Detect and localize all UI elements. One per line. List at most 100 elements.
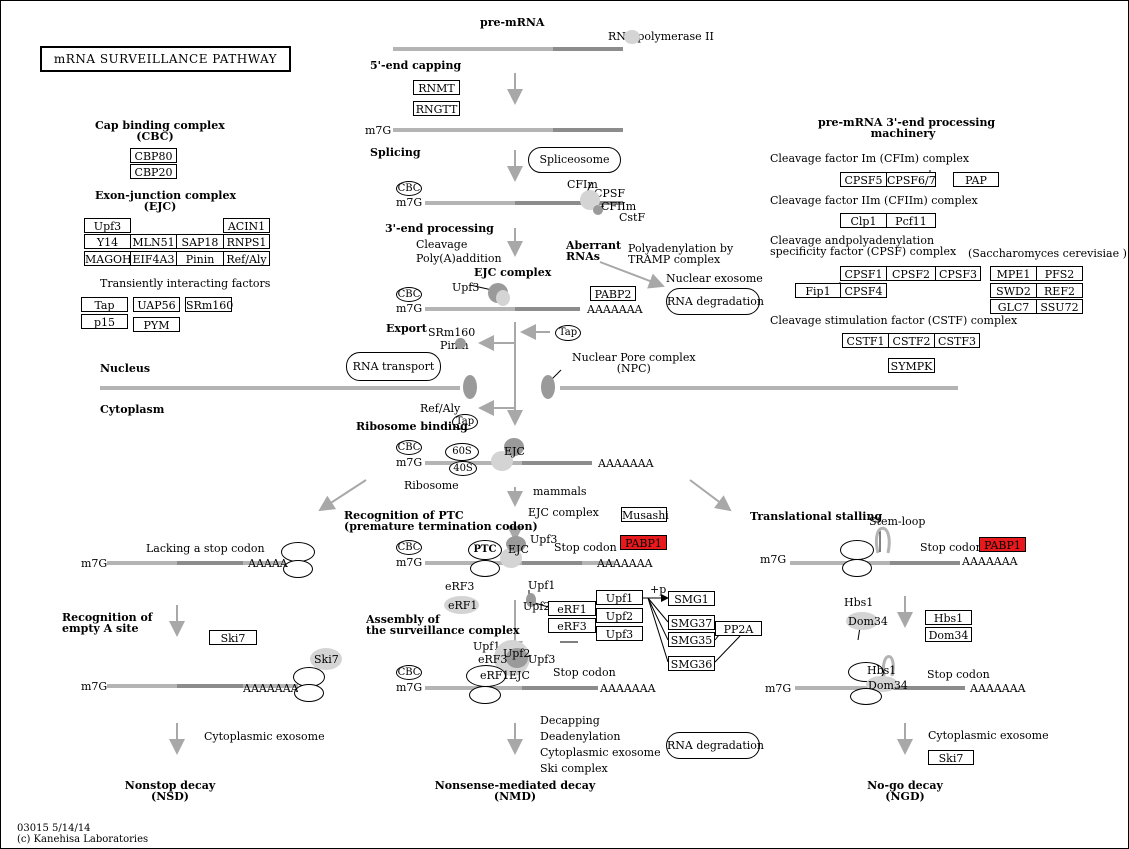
- gene-eRF1[interactable]: eRF1: [548, 601, 596, 616]
- export-label: Export: [386, 322, 427, 335]
- gene-PP2A[interactable]: PP2A: [715, 621, 762, 636]
- gene-Pinin[interactable]: Pinin: [176, 251, 224, 266]
- gene-Musashi[interactable]: Musashi: [621, 507, 669, 522]
- polya-ngd-2: AAAAAAA: [970, 682, 1026, 695]
- cbc-oval-2: CBC: [396, 287, 422, 302]
- gene-REF2[interactable]: REF2: [1036, 283, 1083, 298]
- gene-UAP56[interactable]: UAP56: [133, 297, 180, 312]
- nmd-label: Nonsense-mediated decay (NMD): [434, 779, 596, 803]
- gene-Y14[interactable]: Y14: [84, 234, 131, 249]
- spliceosome-node[interactable]: Spliceosome: [528, 147, 621, 173]
- nuclear-pore-label: Nuclear Pore complex (NPC): [572, 351, 696, 375]
- gene-CSTF3[interactable]: CSTF3: [934, 333, 980, 348]
- cleavage-factor-shape: [593, 205, 603, 215]
- gene-CPSF2[interactable]: CPSF2: [886, 266, 936, 281]
- gene-Upf3[interactable]: Upf3: [84, 218, 131, 233]
- rna-degradation-node-1[interactable]: RNA degradation: [666, 288, 764, 315]
- cytoplasm-label: Cytoplasm: [100, 403, 165, 416]
- gene-MAGOH[interactable]: MAGOH: [84, 251, 132, 266]
- gene-PFS2[interactable]: PFS2: [1036, 266, 1083, 281]
- gene-CPSF3[interactable]: CPSF3: [935, 266, 981, 281]
- gene-PABP2[interactable]: PABP2: [590, 286, 636, 301]
- gene-MLN51[interactable]: MLN51: [130, 234, 177, 249]
- gene-RNPS1[interactable]: RNPS1: [223, 234, 270, 249]
- m7g-4: m7G: [396, 456, 423, 469]
- cyto-exosome-nsd: Cytoplasmic exosome: [204, 730, 325, 743]
- gene-PABP1-nmd[interactable]: PABP1: [620, 535, 667, 550]
- gene-PABP1-ngd[interactable]: PABP1: [979, 537, 1026, 552]
- gene-SYMPK[interactable]: SYMPK: [888, 358, 935, 373]
- gene-ACIN1[interactable]: ACIN1: [223, 218, 270, 233]
- ejc-shape-1b: [496, 290, 510, 306]
- cbc-oval-3: CBC: [396, 440, 422, 455]
- gene-Upf1[interactable]: Upf1: [596, 590, 643, 605]
- gene-RNMT[interactable]: RNMT: [413, 80, 460, 95]
- gene-SMG36[interactable]: SMG36: [668, 656, 715, 671]
- gene-Dom34[interactable]: Dom34: [925, 627, 972, 642]
- gene-Clp1[interactable]: Clp1: [840, 213, 887, 228]
- rna-pol2-shape: [624, 30, 640, 44]
- gene-Fip1[interactable]: Fip1: [795, 283, 841, 298]
- footer-copyright: (c) Kanehisa Laboratories: [17, 834, 149, 845]
- gene-CSTF2[interactable]: CSTF2: [888, 333, 935, 348]
- ejc-complex-title: Exon-junction complex (EJC): [95, 189, 237, 213]
- plus-p-label: +p: [650, 583, 667, 596]
- gene-CPSF4[interactable]: CPSF4: [840, 283, 887, 298]
- m7g-1: m7G: [365, 124, 392, 137]
- decay-list: Decapping Deadenylation Cytoplasmic exos…: [540, 714, 661, 775]
- mammals-label: mammals: [533, 485, 587, 498]
- gene-GLC7[interactable]: GLC7: [990, 299, 1037, 314]
- gene-SMG37[interactable]: SMG37: [668, 615, 715, 630]
- gene-CBP20[interactable]: CBP20: [130, 164, 177, 179]
- gene-Upf2[interactable]: Upf2: [596, 608, 643, 623]
- npc-shape-left: [463, 375, 477, 399]
- upf3-small-3: Upf3: [528, 653, 556, 666]
- upf2-small-2: Upf2: [503, 647, 531, 660]
- gene-RNGTT[interactable]: RNGTT: [413, 101, 460, 116]
- gene-SRm160[interactable]: SRm160: [185, 297, 234, 312]
- ejc-shape-2a: [491, 451, 513, 471]
- rna-transport-node[interactable]: RNA transport: [346, 352, 441, 381]
- polyadenylation-label: Polyadenylation by TRAMP complex: [628, 242, 734, 266]
- stop-codon-nmd-2: Stop codon: [553, 666, 616, 679]
- gene-Hbs1[interactable]: Hbs1: [925, 610, 972, 625]
- ejc-complex-label: EJC complex: [528, 506, 599, 519]
- erf1-small-2: eRF1: [480, 669, 510, 682]
- dom34-small: Dom34: [848, 615, 888, 628]
- gene-eRF3[interactable]: eRF3: [548, 618, 596, 633]
- gene-Pcf11[interactable]: Pcf11: [886, 213, 936, 228]
- ribosome-nsd-bottom: [283, 560, 313, 578]
- gene-CBP80[interactable]: CBP80: [130, 148, 177, 163]
- gene-p15[interactable]: p15: [81, 314, 128, 329]
- gene-SWD2[interactable]: SWD2: [990, 283, 1037, 298]
- gene-SAP18[interactable]: SAP18: [176, 234, 224, 249]
- cbc-oval-1: CBC: [396, 181, 422, 196]
- rna-degradation-node-2[interactable]: RNA degradation: [666, 732, 764, 759]
- gene-SSU72[interactable]: SSU72: [1036, 299, 1083, 314]
- gene-Ski7[interactable]: Ski7: [209, 630, 257, 645]
- gene-SMG35[interactable]: SMG35: [668, 632, 715, 647]
- gene-Upf3b[interactable]: Upf3: [596, 626, 643, 641]
- gene-Ski7-ngd[interactable]: Ski7: [928, 750, 974, 765]
- gene-CPSF5[interactable]: CPSF5: [840, 172, 887, 187]
- gene-CPSF67[interactable]: CPSF6/7: [886, 172, 936, 187]
- gene-CPSF1[interactable]: CPSF1: [840, 266, 887, 281]
- gene-MPE1[interactable]: MPE1: [990, 266, 1037, 281]
- ribosome-nsd2-bottom: [294, 684, 324, 702]
- ejc-small-2: EJC: [508, 543, 529, 556]
- cyto-exosome-ngd: Cytoplasmic exosome: [928, 729, 1049, 742]
- gene-SMG1[interactable]: SMG1: [668, 591, 715, 606]
- gene-CSTF1[interactable]: CSTF1: [842, 333, 889, 348]
- gene-PYM[interactable]: PYM: [133, 317, 180, 332]
- upf3-small-1: Upf3: [452, 281, 480, 294]
- gene-RefAly[interactable]: Ref/Aly: [223, 251, 270, 266]
- ribosome-nmd2-bottom: [469, 686, 501, 704]
- hbs1-small-2: Hbs1: [867, 664, 897, 677]
- upf1-shape: [526, 593, 536, 607]
- stop-codon-ngd-2: Stop codon: [927, 668, 990, 681]
- ribosome-binding-label: Ribosome binding: [356, 420, 468, 433]
- gene-EIF4A3[interactable]: EIF4A3: [130, 251, 177, 266]
- gene-Tap[interactable]: Tap: [81, 297, 128, 312]
- nsd-label: Nonstop decay (NSD): [124, 779, 216, 803]
- gene-PAP[interactable]: PAP: [953, 172, 999, 187]
